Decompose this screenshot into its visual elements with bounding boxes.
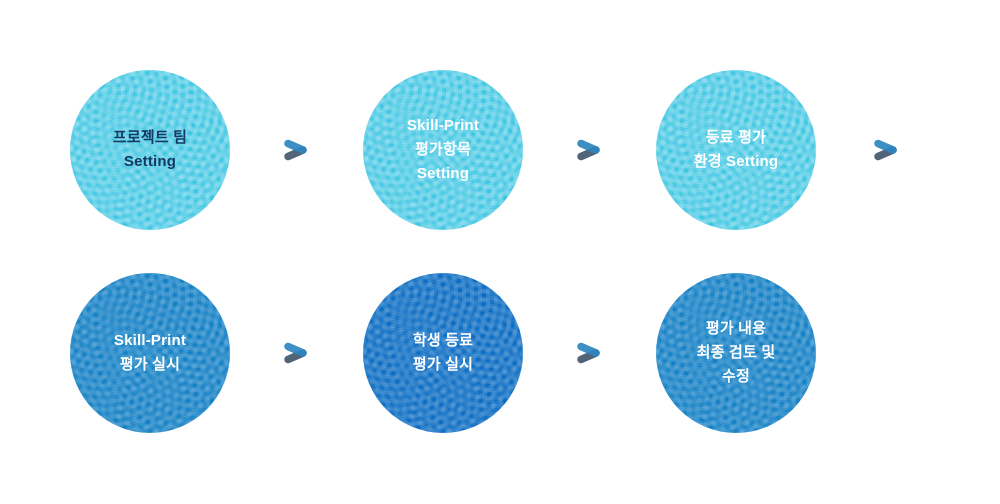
step-label-line: 평가 내용 — [705, 320, 767, 337]
chevron-right-icon — [574, 137, 604, 163]
chevron-right-icon — [281, 340, 311, 366]
step-label-line: 환경 Setting — [693, 153, 779, 170]
step-label-line: Skill-Print — [113, 332, 187, 349]
step-label-line: 평가 실시 — [119, 356, 181, 373]
step-label-line: Skill-Print — [406, 117, 480, 134]
chevron-right-icon — [871, 137, 901, 163]
chevron-right-icon — [574, 340, 604, 366]
step-label-1: 프로젝트 팀 Setting — [113, 126, 187, 174]
step-circle-1: 프로젝트 팀 Setting — [70, 70, 230, 230]
step-label-line: 최종 검토 및 — [696, 344, 776, 361]
step-label-line: 평가 실시 — [412, 356, 474, 373]
step-label-4: Skill-Print 평가 실시 — [114, 329, 186, 377]
chevron-right-icon — [281, 137, 311, 163]
step-label-line: 프로젝트 팀 — [112, 129, 188, 146]
step-label-line: 등료 평가 — [705, 129, 767, 146]
step-label-line: Setting — [416, 165, 470, 182]
step-label-line: Setting — [123, 153, 177, 170]
step-circle-2: Skill-Print 평가항목 Setting — [363, 70, 523, 230]
step-label-line: 평가항목 — [414, 141, 471, 158]
step-circle-4: Skill-Print 평가 실시 — [70, 273, 230, 433]
step-label-line: 학생 등료 — [412, 332, 474, 349]
step-label-line: 수정 — [721, 368, 750, 385]
step-label-2: Skill-Print 평가항목 Setting — [407, 114, 479, 186]
